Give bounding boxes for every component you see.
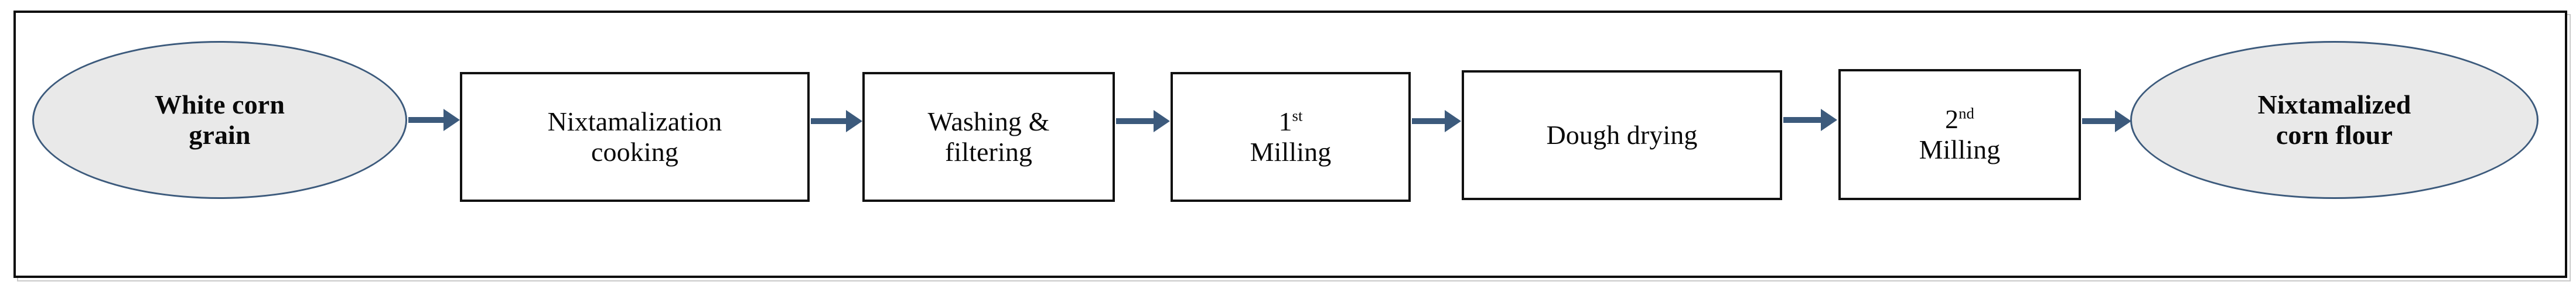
arrow-first-milling-to-dough-drying: [1412, 118, 1446, 124]
node-label-line1: White corn: [154, 89, 285, 119]
node-label-washing-filtering: Washing &filtering: [927, 107, 1049, 168]
arrow-dough-drying-to-second-milling: [1783, 117, 1822, 123]
node-label-ordinal-suffix: st: [1292, 107, 1303, 125]
node-washing-filtering[interactable]: Washing &filtering: [862, 72, 1115, 202]
node-label-ordinal-number: 2: [1945, 104, 1959, 134]
node-label-line2: grain: [189, 120, 251, 150]
node-label-ordinal-number: 1: [1278, 106, 1292, 136]
node-label-line1: Dough drying: [1546, 119, 1698, 150]
arrow-washing-filtering-to-first-milling: [1116, 118, 1155, 124]
node-label-line2: Milling: [1919, 135, 2001, 164]
node-dough-drying[interactable]: Dough drying: [1462, 70, 1782, 200]
node-label-ordinal-suffix: nd: [1959, 104, 1974, 122]
node-label-line2: filtering: [944, 137, 1033, 167]
arrow-white-corn-grain-to-nixtamalization-cooking: [408, 117, 445, 123]
node-label-line2: Milling: [1250, 137, 1332, 167]
node-label-line2: corn flour: [2275, 120, 2393, 150]
node-label-line1: Washing &: [927, 106, 1050, 136]
node-label-line1: Nixtamalized: [2257, 89, 2411, 119]
node-label-line1: Nixtamalization: [547, 106, 722, 136]
arrow-second-milling-to-nixtamalized-corn-flour: [2082, 118, 2116, 124]
node-label-dough-drying: Dough drying: [1546, 120, 1697, 150]
node-label-line2: cooking: [591, 137, 678, 167]
arrow-nixtamalization-cooking-to-washing-filtering: [811, 118, 847, 124]
